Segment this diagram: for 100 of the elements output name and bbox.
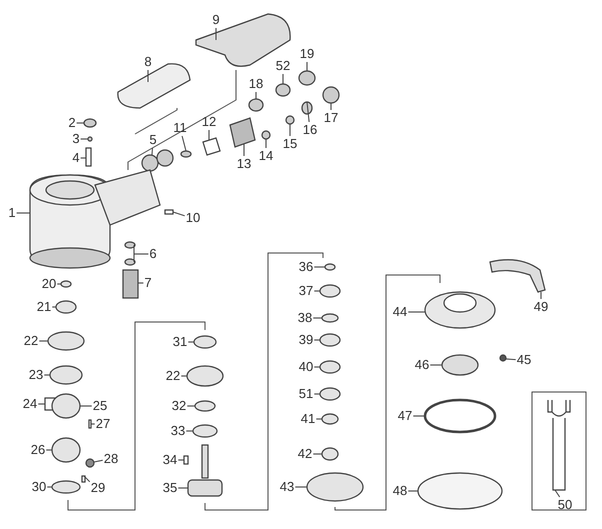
snap-ring-drawing bbox=[321, 413, 339, 425]
spindle-drawing bbox=[321, 447, 339, 461]
wrench-drawing bbox=[547, 399, 571, 491]
leader-line bbox=[330, 102, 332, 110]
callout-number: 50 bbox=[558, 498, 572, 512]
leader-line bbox=[16, 212, 30, 214]
seal-drawing bbox=[319, 387, 341, 401]
o-ring-drawing bbox=[124, 241, 136, 266]
bearing-drawing bbox=[319, 333, 341, 347]
bearing-drawing bbox=[319, 284, 341, 298]
leader-line bbox=[94, 460, 104, 462]
shroud-drawing bbox=[424, 291, 496, 329]
leader-line bbox=[80, 138, 88, 140]
o-ring-drawing bbox=[324, 263, 336, 271]
leader-line bbox=[52, 306, 56, 308]
callout-number: 11 bbox=[173, 121, 187, 135]
callout-number: 2 bbox=[68, 116, 76, 130]
callout-number: 48 bbox=[392, 484, 408, 498]
leader-line bbox=[314, 366, 320, 368]
bearing-drawing bbox=[193, 335, 217, 349]
callout-number: 6 bbox=[149, 247, 157, 261]
washer-drawing bbox=[194, 400, 216, 412]
callout-number: 1 bbox=[8, 206, 16, 220]
seal-ring-drawing bbox=[424, 398, 496, 434]
callout-number: 16 bbox=[302, 123, 318, 137]
leader-line bbox=[314, 266, 326, 268]
leader-line bbox=[186, 430, 194, 432]
leader-line bbox=[430, 364, 442, 366]
screw-drawing bbox=[164, 209, 174, 215]
callout-number: 46 bbox=[414, 358, 430, 372]
callout-number: 37 bbox=[298, 284, 314, 298]
callout-number: 10 bbox=[186, 211, 200, 225]
callout-number: 42 bbox=[298, 447, 312, 461]
callout-number: 29 bbox=[90, 481, 106, 495]
leader-line bbox=[316, 418, 322, 420]
end-plate-drawing bbox=[51, 480, 81, 494]
callout-number: 31 bbox=[172, 335, 188, 349]
leader-line bbox=[138, 282, 144, 284]
callout-number: 25 bbox=[92, 399, 108, 413]
leader-line bbox=[306, 102, 310, 122]
seal-drawing bbox=[192, 424, 218, 438]
leader-line bbox=[44, 374, 50, 376]
leader-line bbox=[76, 122, 84, 124]
bearing-drawing bbox=[55, 300, 77, 314]
callout-number: 15 bbox=[282, 137, 298, 151]
callout-number: 3 bbox=[72, 132, 80, 146]
callout-number: 36 bbox=[298, 260, 314, 274]
housing-drawing bbox=[29, 169, 161, 269]
plate-drawing bbox=[49, 365, 83, 385]
leader-line bbox=[306, 62, 308, 72]
valve-drawing bbox=[180, 150, 192, 158]
sanding-pad-drawing bbox=[417, 472, 503, 510]
callout-number: 7 bbox=[144, 276, 152, 290]
plug-drawing bbox=[85, 458, 95, 468]
ball-drawing bbox=[87, 136, 93, 142]
fitting-drawing bbox=[275, 83, 291, 97]
callout-number: 5 bbox=[149, 133, 157, 147]
callout-number: 41 bbox=[300, 412, 316, 426]
leader-line bbox=[208, 130, 210, 140]
ring-drawing bbox=[47, 331, 85, 351]
callout-number: 17 bbox=[324, 111, 338, 125]
leader-line bbox=[134, 244, 149, 262]
callout-number: 9 bbox=[212, 13, 220, 27]
leader-line bbox=[182, 136, 186, 152]
callout-number: 43 bbox=[280, 480, 294, 494]
muffler-drawing bbox=[141, 149, 174, 172]
valve-drawing bbox=[122, 269, 139, 299]
callout-number: 23 bbox=[28, 368, 44, 382]
callout-number: 12 bbox=[202, 115, 216, 129]
nut-drawing bbox=[298, 70, 316, 86]
callout-number: 22 bbox=[24, 334, 38, 348]
callout-number: 24 bbox=[22, 397, 38, 411]
leader-line bbox=[38, 340, 48, 342]
callout-number: 44 bbox=[392, 305, 408, 319]
key-drawing bbox=[183, 455, 189, 465]
callout-number: 32 bbox=[172, 399, 186, 413]
plug-drawing bbox=[301, 101, 313, 115]
rotor-drawing bbox=[51, 393, 81, 419]
o-ring-drawing bbox=[60, 280, 72, 288]
callout-number: 40 bbox=[298, 360, 314, 374]
leader-line bbox=[152, 148, 153, 156]
pin-drawing bbox=[88, 419, 92, 429]
callout-number: 20 bbox=[42, 277, 56, 291]
callout-number: 26 bbox=[30, 443, 46, 457]
o-ring-drawing bbox=[83, 118, 97, 128]
callout-number: 52 bbox=[276, 59, 290, 73]
gasket-drawing bbox=[202, 137, 221, 156]
callout-number: 8 bbox=[144, 55, 152, 69]
pin-drawing bbox=[81, 475, 86, 483]
leader-line bbox=[554, 490, 560, 498]
callout-number: 35 bbox=[162, 481, 178, 495]
callout-number: 22 bbox=[166, 369, 180, 383]
leader-line bbox=[540, 292, 542, 300]
leader-line bbox=[294, 486, 308, 488]
callout-number: 21 bbox=[36, 300, 52, 314]
callout-number: 27 bbox=[96, 417, 110, 431]
callout-number: 19 bbox=[300, 47, 314, 61]
cylinder-drawing bbox=[51, 437, 81, 463]
screw-drawing bbox=[499, 354, 507, 362]
callout-number: 34 bbox=[162, 453, 178, 467]
